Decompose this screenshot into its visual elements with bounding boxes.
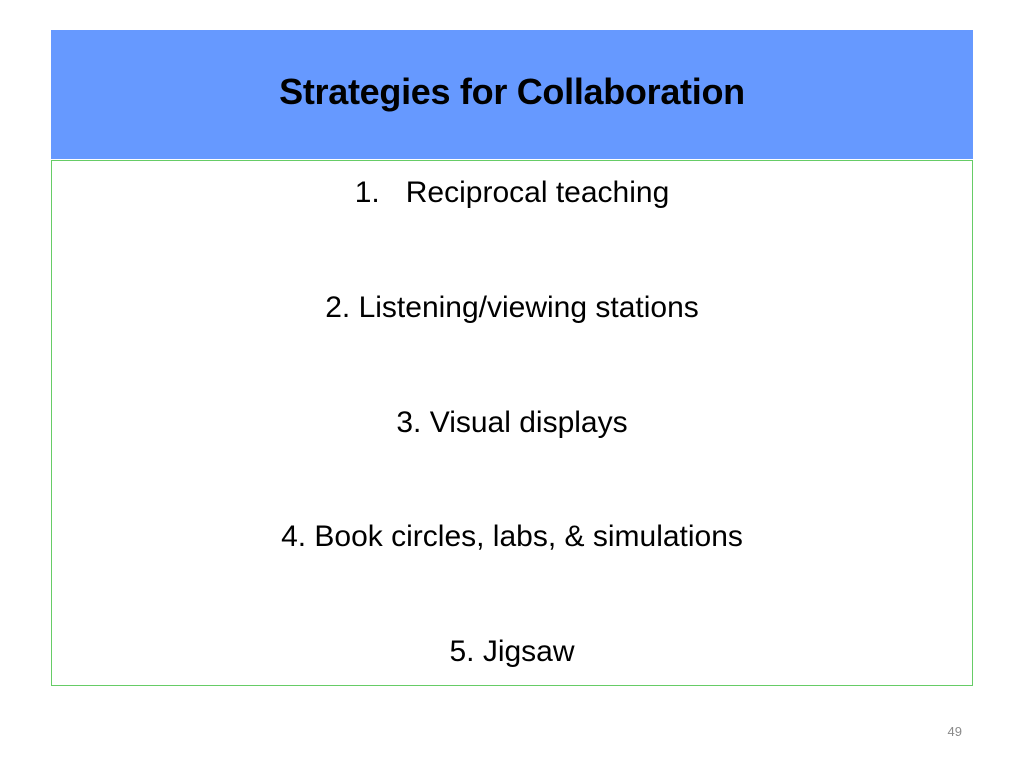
slide-title: Strategies for Collaboration — [279, 70, 745, 112]
title-bar: Strategies for Collaboration — [51, 30, 973, 159]
page-number: 49 — [947, 724, 962, 739]
list-item-2: 2. Listening/viewing stations — [325, 291, 699, 324]
list-item-1-number: 1. — [354, 176, 380, 209]
content-box: 1. Reciprocal teaching 2. Listening/viewi… — [51, 160, 973, 686]
list-item-3: 3. Visual displays — [396, 406, 628, 439]
list-item-5: 5. Jigsaw — [449, 635, 575, 668]
list-item-1-text: Reciprocal teaching — [405, 176, 670, 209]
list-item-1: 1. Reciprocal teaching — [52, 175, 972, 211]
list-item-4: 4. Book circles, labs, & simulations — [281, 520, 743, 553]
